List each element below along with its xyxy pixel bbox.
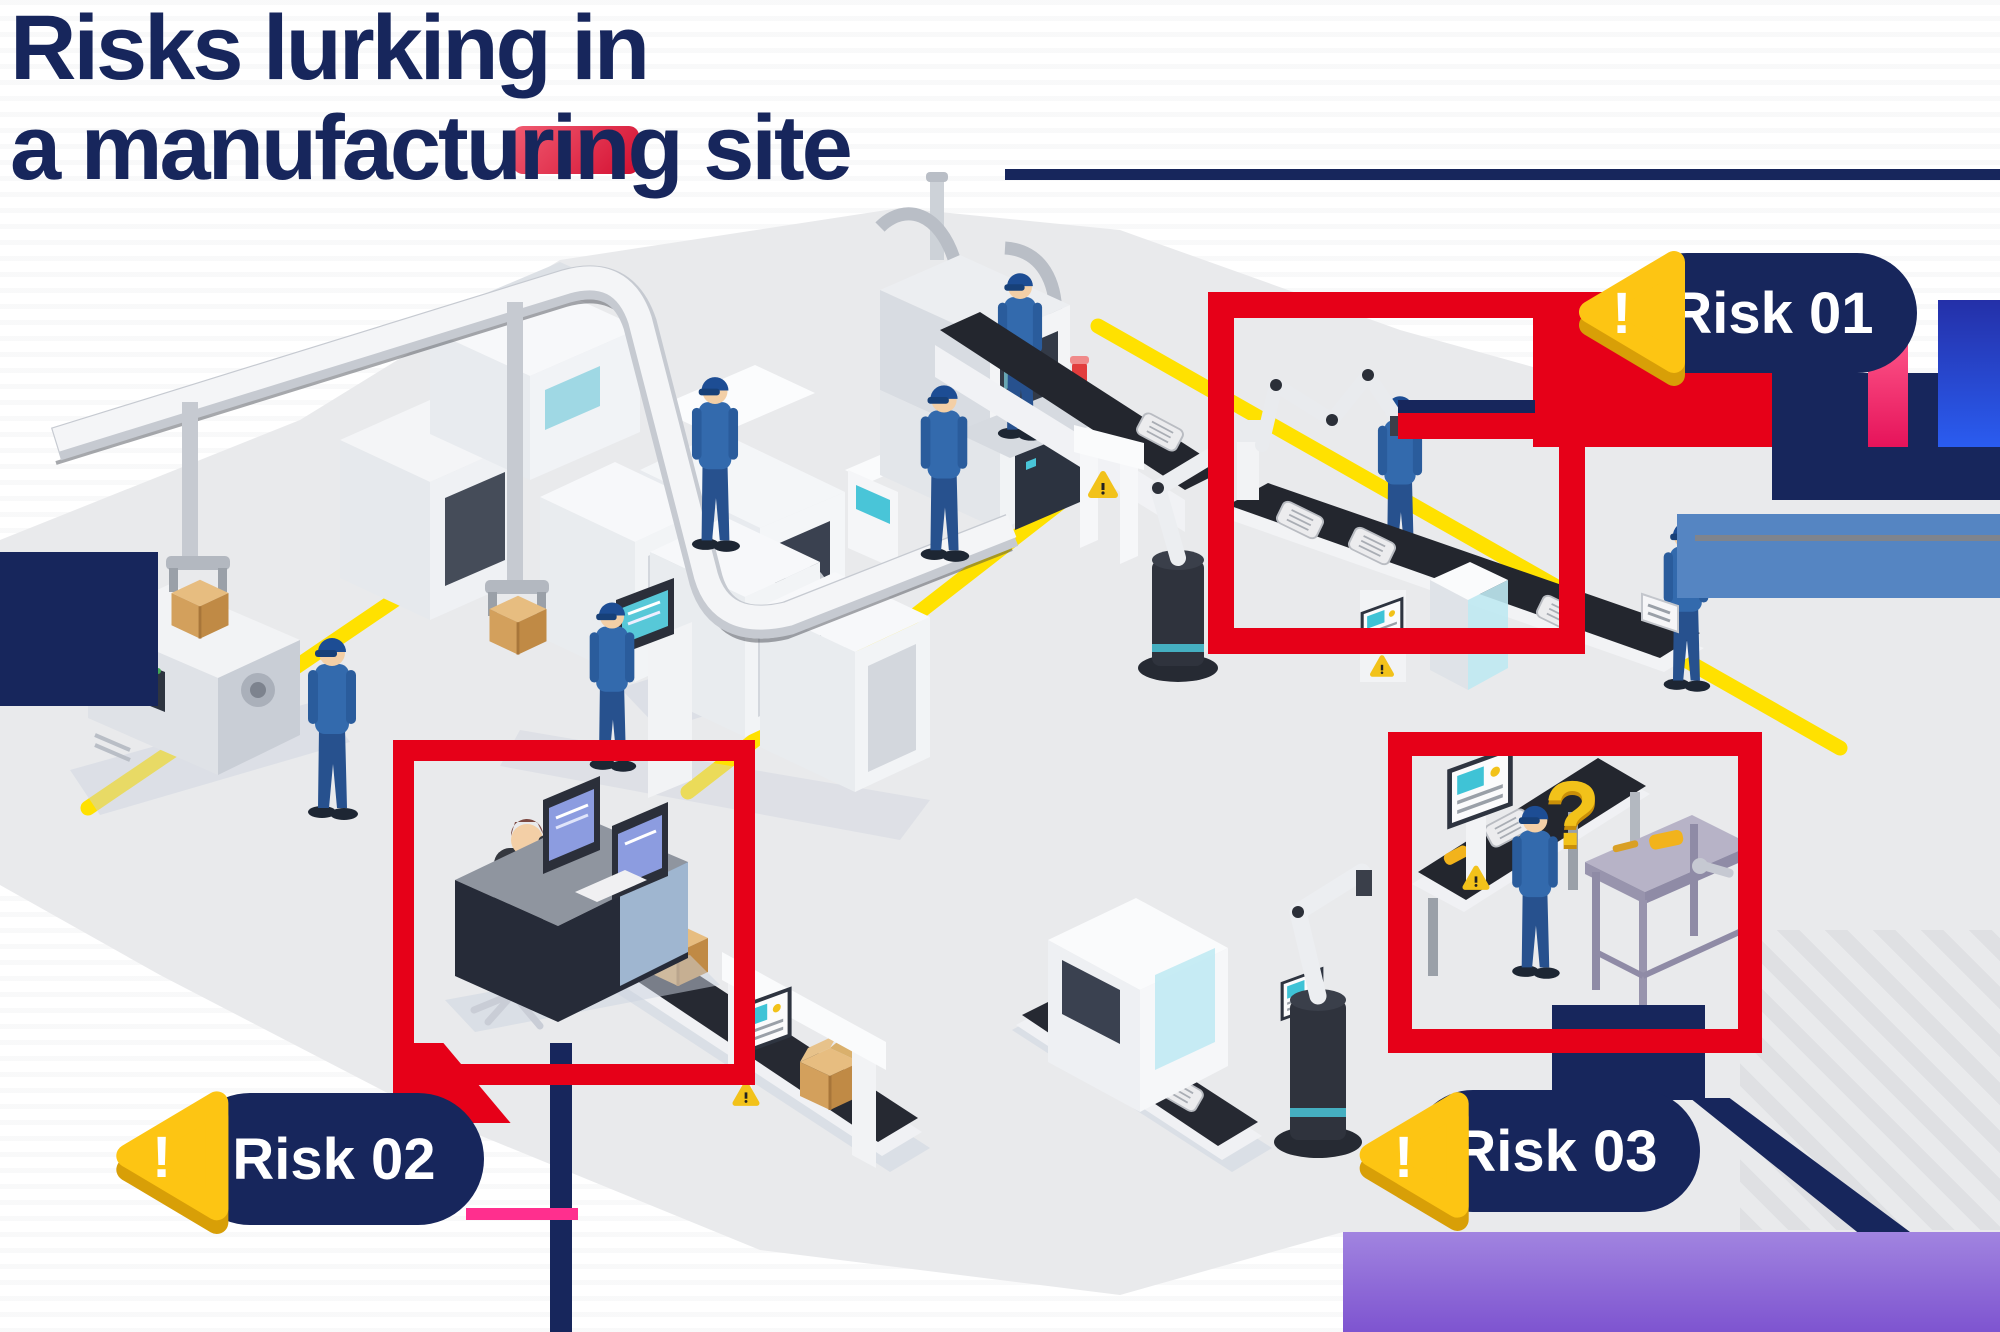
- title-red-accent: [513, 126, 639, 174]
- exclamation-icon: !: [1394, 1125, 1414, 1190]
- risk03-label: Risk 03: [1454, 1118, 1658, 1184]
- warning-triangle-icon: [1579, 251, 1685, 386]
- risk01-connector-red-edge: [1398, 413, 1535, 439]
- navy-block-left-artifact: [0, 552, 158, 706]
- title-line1: Risks lurking in: [10, 0, 650, 99]
- risk01-connector-navy-edge: [1398, 400, 1535, 413]
- hanging-carriage: [166, 402, 230, 641]
- title-line2: a manufacturing site: [10, 96, 853, 199]
- risk02-badge: Risk 02 !: [92, 1078, 492, 1240]
- risk01-badge: Risk 01 !: [1556, 240, 1926, 390]
- warning-triangle-icon: [1359, 1092, 1469, 1232]
- exclamation-icon: !: [152, 1125, 172, 1190]
- robot-arm-bottom: [1274, 863, 1372, 1158]
- machine-row-back: [340, 262, 640, 620]
- desk-monitors: [543, 776, 668, 900]
- conveyor-line-top: [935, 312, 1225, 564]
- magenta-sliver-artifact: [466, 1208, 578, 1220]
- blue-strip-artifact: [1938, 300, 2000, 447]
- risk01-highlight-square: [1208, 292, 1585, 654]
- navy-strip-below-risk02: [550, 1043, 572, 1332]
- overhead-conveyor-rail: [50, 265, 1019, 643]
- risk03-badge: Risk 03 !: [1336, 1080, 1708, 1238]
- hanging-carriage: [485, 302, 549, 657]
- exclamation-icon: !: [1612, 281, 1632, 346]
- risk02-label: Risk 02: [232, 1126, 436, 1192]
- conveyor-boxes: [612, 922, 930, 1172]
- navy-line-artifact: [1005, 169, 2000, 180]
- risk02-pill: Risk 02: [184, 1093, 484, 1225]
- question-mark: ?: [1544, 763, 1601, 865]
- steel-blue-band-artifact: [1677, 514, 2000, 598]
- desk-workstation: [445, 776, 720, 1032]
- gray-line-artifact: [1695, 535, 2000, 541]
- page-title: Risks lurking in a manufacturing site: [10, 0, 853, 199]
- scanner-conveyor: [1012, 898, 1324, 1172]
- control-sign-risk03: [1450, 749, 1511, 887]
- risk01-label: Risk 01: [1670, 280, 1874, 346]
- risk03-highlight-square: [1388, 732, 1762, 1053]
- robot-arm-risk01: [1230, 368, 1406, 500]
- purple-block-artifact: [1343, 1232, 2000, 1332]
- clipboard: [1641, 592, 1679, 634]
- risk02-highlight-square: [393, 740, 755, 1085]
- stair-shading: [1740, 930, 2000, 1230]
- warning-triangle-icon: [116, 1091, 229, 1235]
